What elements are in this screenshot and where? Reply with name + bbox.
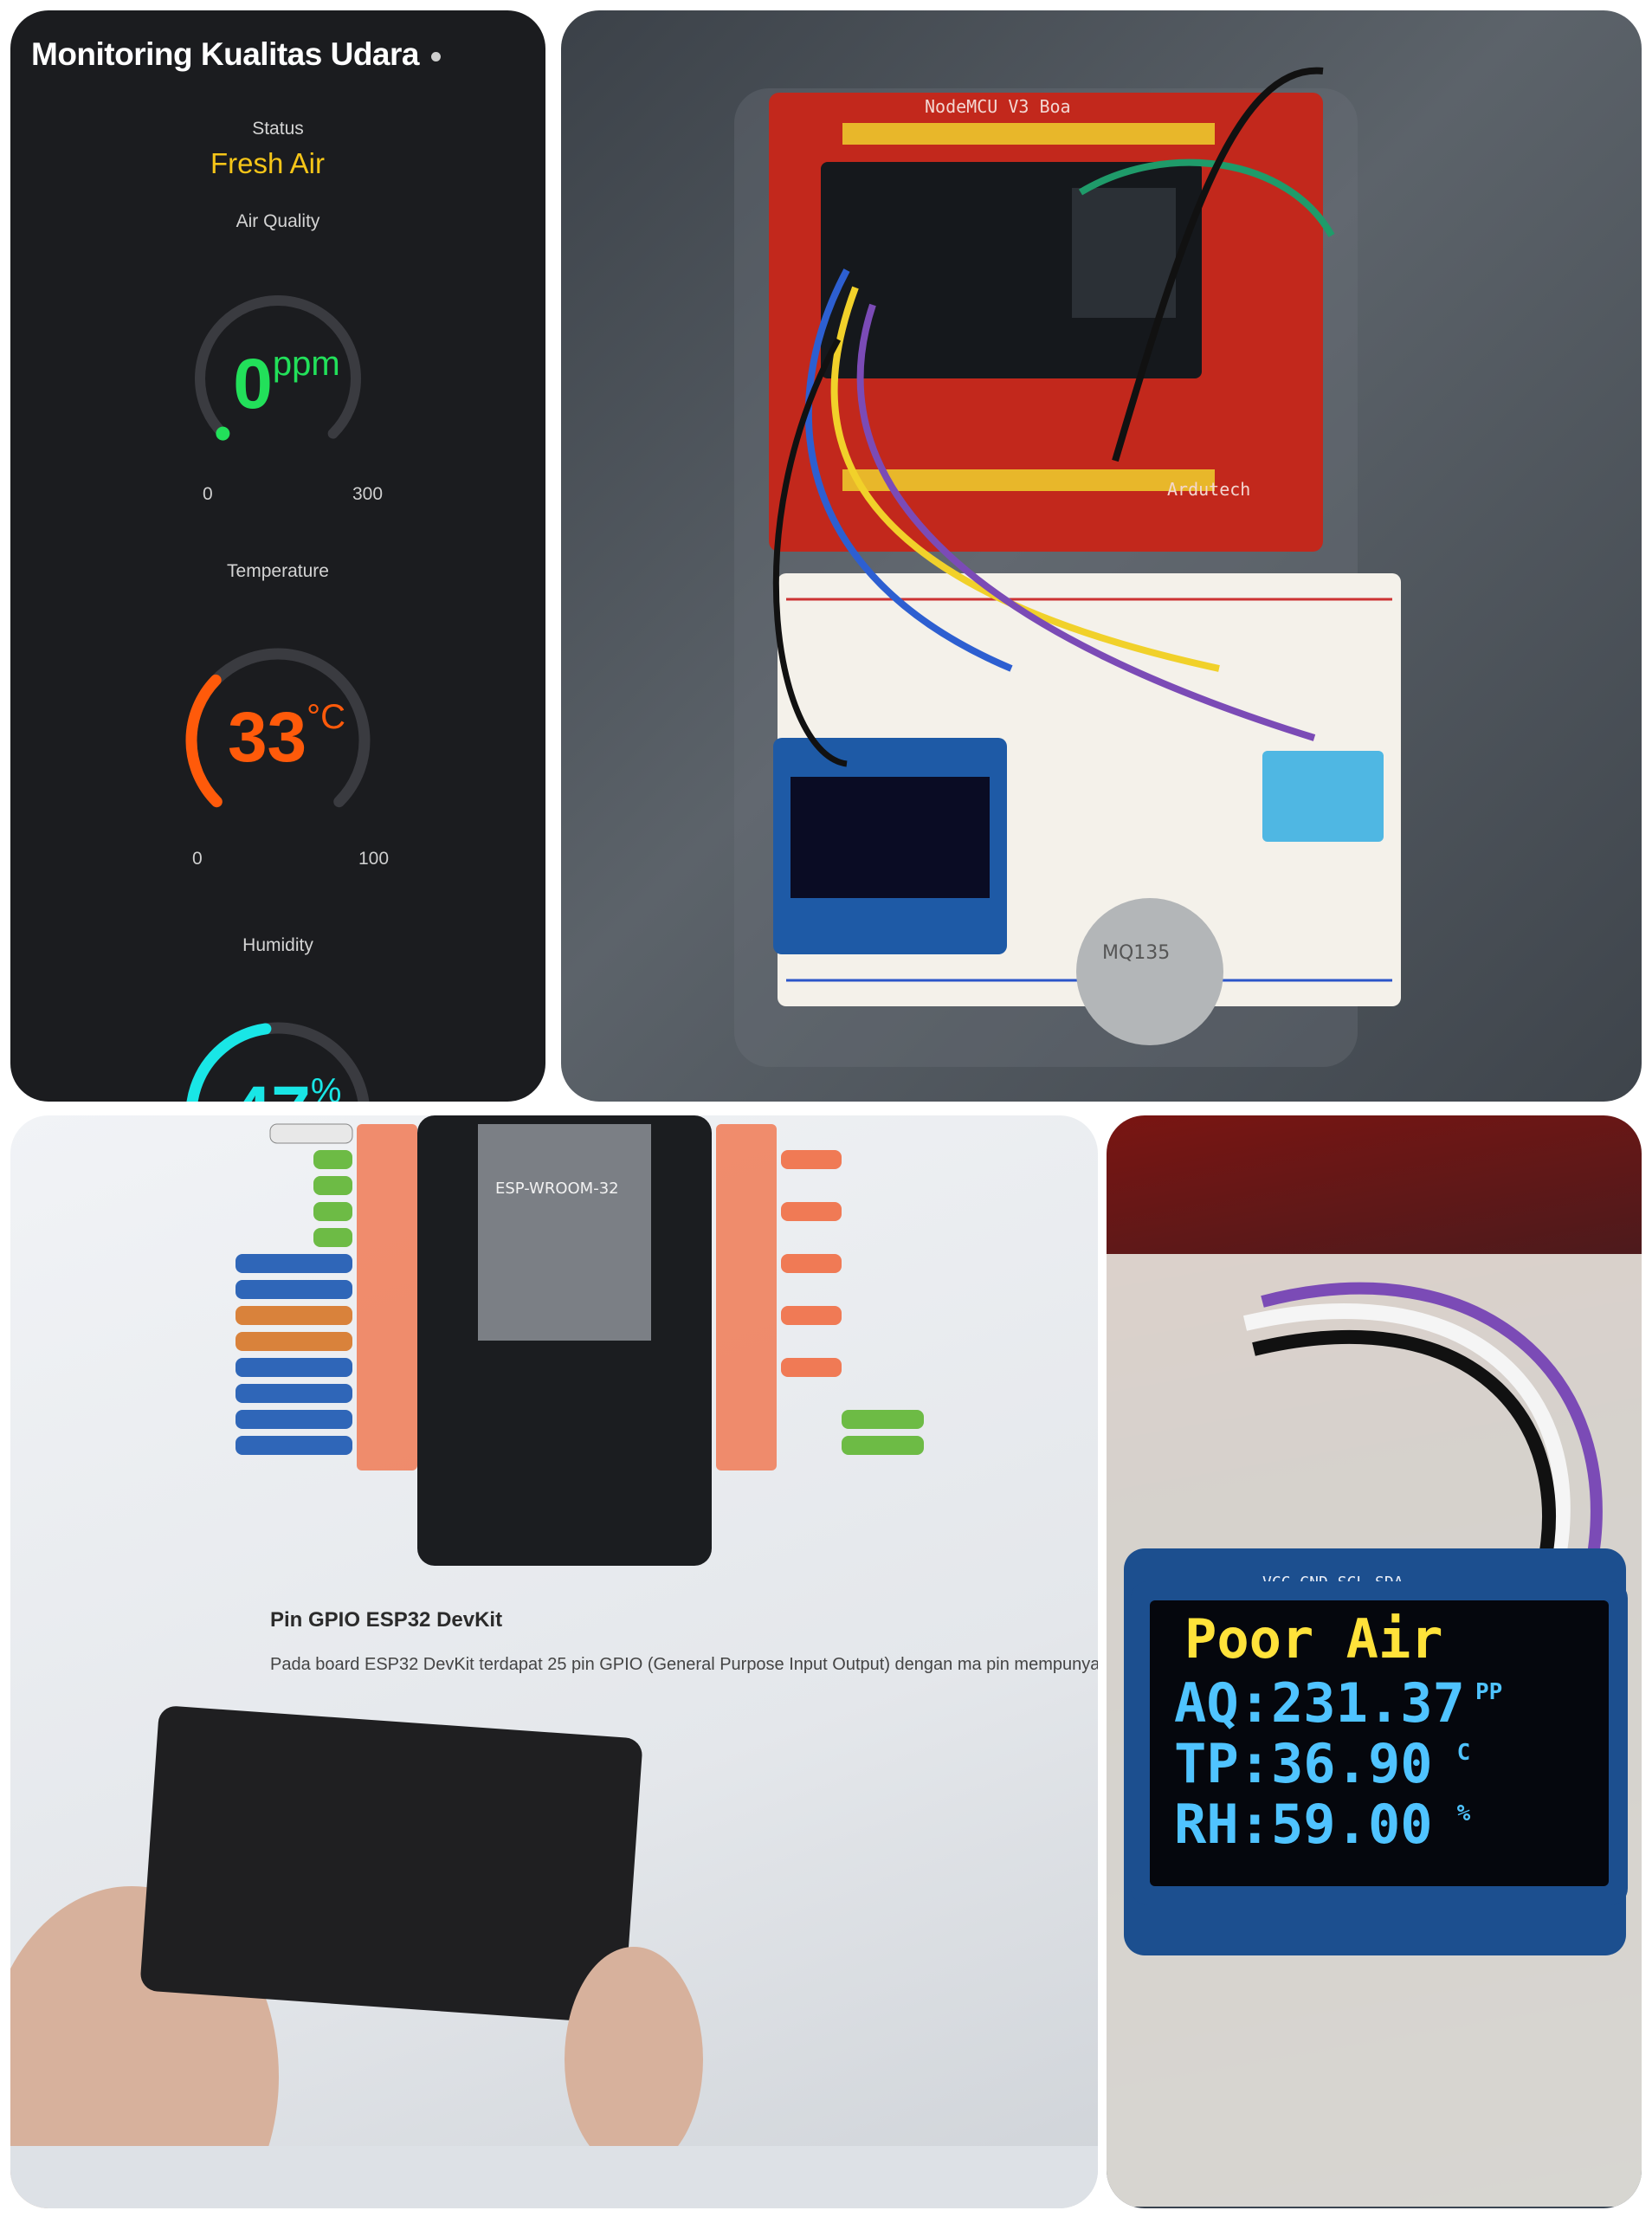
gauge-arc [185,674,223,808]
pinout-paragraph: Pada board ESP32 DevKit terdapat 25 pin … [270,1655,1098,1674]
gauge-track [186,1022,370,1102]
gauge-label-air-quality: Air Quality [236,211,320,231]
gauge-label-humidity: Humidity [242,935,313,955]
gauge-value-temperature: 33°C [19,697,545,779]
gauge-arc [186,1023,272,1102]
gauge-number: 0 [233,345,273,423]
photo-device-assembly: NodeMCU V3 Boa Ardutech MQ135 [561,10,1642,1102]
nodemcu-board-held [140,1706,642,2023]
oled-aq-unit: PP [1475,1679,1503,1705]
photo-esp32-pinout: ESP-WROOM-32 Pin GPIO ESP32 DevKit Pada … [10,1115,1098,2208]
gauge-value-humidity: 47% [19,1071,545,1102]
right-pin-labels [716,1124,924,1470]
dashboard-title: Monitoring Kualitas Udara [31,36,441,73]
dashboard-panel: Monitoring Kualitas Udara Status Fresh A… [10,10,545,1102]
oled-tp-unit: C [1456,1740,1471,1766]
oled-aq-value: AQ:231.37 [1174,1671,1465,1735]
dashboard-title-text: Monitoring Kualitas Udara [31,36,419,72]
gauge-humidity: 47% [10,963,545,1102]
oled-rh-unit: % [1456,1800,1471,1826]
gauge-min: 0 [192,849,203,869]
oled-pin-header: VCC GND SCL SDA [1262,1574,1404,1592]
gas-sensor [1076,898,1223,1045]
gauge-temperature-svg [185,648,371,808]
oled-line-rh: RH:59.00% [1174,1798,1470,1852]
board-label-text: NodeMCU V3 Boa [925,96,1071,117]
dht-sensor [1262,751,1384,842]
gauge-min: 0 [203,484,213,504]
gauge-value-air-quality: 0ppm [19,344,545,425]
pinout-illustration: ESP-WROOM-32 Pin GPIO ESP32 DevKit Pada … [10,1115,1098,2208]
device-illustration: NodeMCU V3 Boa Ardutech MQ135 [734,67,1401,1067]
gauge-unit: % [310,1072,342,1102]
gauge-label-temperature: Temperature [227,561,329,581]
brand-text: Ardutech [1167,479,1250,500]
module-label: ESP-WROOM-32 [495,1180,619,1198]
gauge-temperature: 33°C 0 100 [10,589,545,875]
gauge-knob [216,426,230,441]
left-pin-labels [236,1123,417,1470]
oled-rh-value: RH:59.00 [1174,1793,1433,1856]
gauge-number: 47 [232,1072,311,1102]
gauge-air-quality-svg [195,295,361,441]
status-label: Status [252,119,304,139]
gauge-track [195,295,361,439]
status-dot-icon [430,51,441,61]
sensor-text: MQ135 [1102,942,1170,964]
oled-tp-value: TP:36.90 [1174,1732,1433,1795]
oled-line-status: Poor Air [1184,1607,1443,1671]
gauge-humidity-svg [186,1022,370,1102]
pinout-heading: Pin GPIO ESP32 DevKit [270,1608,502,1632]
gauge-air-quality: 0ppm 0 300 [10,240,545,517]
gauge-number: 33 [227,698,307,777]
gauge-unit: °C [307,698,346,736]
gauge-max: 300 [352,484,384,504]
gauge-max: 100 [358,849,390,869]
gauge-unit: ppm [272,345,340,383]
status-value: Fresh Air [210,147,326,179]
